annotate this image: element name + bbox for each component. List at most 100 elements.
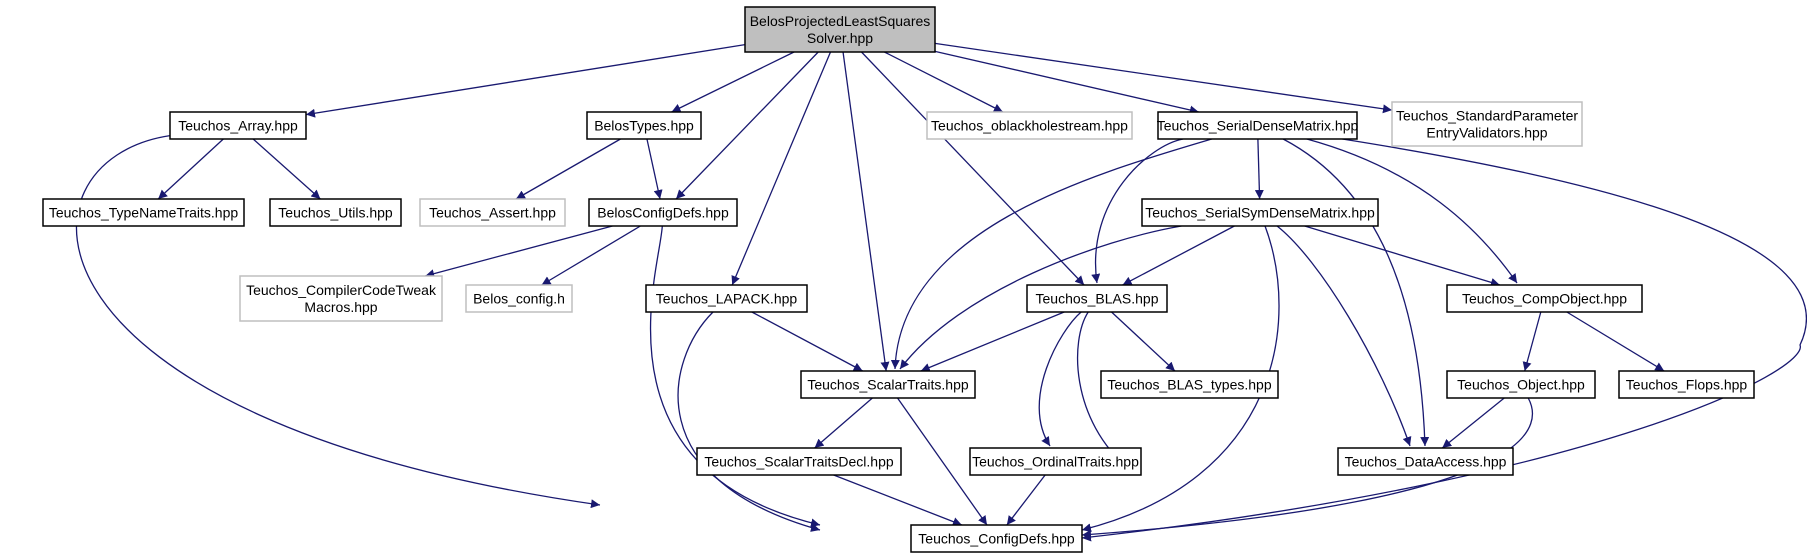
node-box xyxy=(969,447,1142,476)
node-label: Teuchos_SerialDenseMatrix.hpp xyxy=(1157,118,1359,134)
node-label: Teuchos_CompObject.hpp xyxy=(1462,291,1627,307)
edge-teuchos_blas-to-teuchos_ordinaltraits xyxy=(1038,311,1082,447)
node-label: Macros.hpp xyxy=(304,299,377,315)
node-label: Teuchos_Assert.hpp xyxy=(429,205,556,221)
node-label: BelosProjectedLeastSquares xyxy=(750,13,931,29)
node-teuchos-serialsymdensematrix[interactable]: Teuchos_SerialSymDenseMatrix.hpp xyxy=(1141,198,1379,227)
node-label: Teuchos_Array.hpp xyxy=(178,118,298,134)
node-box xyxy=(744,6,936,53)
node-teuchos-array[interactable]: Teuchos_Array.hpp xyxy=(169,111,307,140)
node-label: Teuchos_BLAS_types.hpp xyxy=(1107,377,1271,393)
edge-belos_types-to-belos_configdefs xyxy=(646,138,663,200)
node-teuchos-lapack[interactable]: Teuchos_LAPACK.hpp xyxy=(645,284,808,313)
edge-teuchos_serialdensematrix-to-teuchos_compobject xyxy=(1306,138,1518,284)
node-box xyxy=(800,370,976,399)
node-box xyxy=(1391,101,1583,147)
node-box xyxy=(269,198,402,227)
node-box xyxy=(588,198,738,227)
edge-root-to-teuchos_serialdensematrix xyxy=(934,50,1199,115)
node-teuchos-dataaccess[interactable]: Teuchos_DataAccess.hpp xyxy=(1337,447,1514,476)
node-box xyxy=(419,198,566,227)
edge-root-to-belos_types xyxy=(671,51,795,113)
node-label: Teuchos_Utils.hpp xyxy=(278,205,393,221)
edge-teuchos_scalartraits-to-teuchos_scalartraitsdecl xyxy=(814,397,873,449)
node-teuchos-compobject[interactable]: Teuchos_CompObject.hpp xyxy=(1446,284,1643,313)
edge-teuchos_lapack-to-teuchos_scalartraits xyxy=(751,311,863,372)
edge-teuchos_compobject-to-teuchos_object xyxy=(1522,311,1542,372)
node-box xyxy=(696,447,902,476)
edge-root-to-teuchos_lapack xyxy=(731,51,832,286)
node-label: Teuchos_DataAccess.hpp xyxy=(1345,454,1507,470)
node-teuchos-blas-types[interactable]: Teuchos_BLAS_types.hpp xyxy=(1100,370,1279,399)
node-teuchos-utils[interactable]: Teuchos_Utils.hpp xyxy=(269,198,402,227)
node-label: Teuchos_ConfigDefs.hpp xyxy=(918,531,1075,547)
edge-teuchos_blas-to-teuchos_scalartraits xyxy=(920,311,1065,372)
node-box xyxy=(586,111,702,140)
node-box xyxy=(926,111,1133,140)
node-box xyxy=(169,111,307,140)
edge-teuchos_compobject-to-teuchos_flops xyxy=(1566,311,1665,372)
edge-root-to-teuchos_scalartraits xyxy=(842,51,890,372)
node-teuchos-typenametraits[interactable]: Teuchos_TypeNameTraits.hpp xyxy=(42,198,245,227)
node-label: Teuchos_LAPACK.hpp xyxy=(656,291,798,307)
edge-teuchos_object-to-teuchos_dataaccess xyxy=(1441,397,1505,449)
edge-teuchos_serialsymdensematrix-to-teuchos_scalartraits xyxy=(899,225,1182,370)
node-label: Teuchos_SerialSymDenseMatrix.hpp xyxy=(1145,205,1375,221)
node-label: Belos_config.h xyxy=(473,291,565,307)
node-belos-configdefs[interactable]: BelosConfigDefs.hpp xyxy=(588,198,738,227)
node-label: Solver.hpp xyxy=(807,30,873,46)
node-label: Teuchos_Object.hpp xyxy=(1457,377,1585,393)
node-box xyxy=(1337,447,1514,476)
node-label: Teuchos_CompilerCodeTweak xyxy=(246,282,437,298)
edge-teuchos_serialsymdensematrix-to-teuchos_dataaccess xyxy=(1276,225,1412,447)
node-teuchos-configdefs[interactable]: Teuchos_ConfigDefs.hpp xyxy=(910,524,1083,553)
edge-belos_types-to-teuchos_assert xyxy=(515,138,621,200)
edge-teuchos_serialsymdensematrix-to-teuchos_compobject xyxy=(1304,225,1501,287)
node-label: Teuchos_oblackholestream.hpp xyxy=(931,118,1128,134)
node-label: BelosConfigDefs.hpp xyxy=(597,205,729,221)
edge-teuchos_array-to-teuchos_typenametraits xyxy=(157,138,224,200)
edge-teuchos_array-to-teuchos_configdefs xyxy=(75,134,601,509)
node-box xyxy=(645,284,808,313)
node-label: Teuchos_TypeNameTraits.hpp xyxy=(49,205,239,221)
edge-teuchos_blas-to-teuchos_blas_types xyxy=(1111,311,1176,372)
node-box xyxy=(1026,284,1168,313)
node-belos-types[interactable]: BelosTypes.hpp xyxy=(586,111,702,140)
node-teuchos-object[interactable]: Teuchos_Object.hpp xyxy=(1446,370,1596,399)
edge-teuchos_array-to-teuchos_utils xyxy=(252,138,321,200)
node-belos-config: Belos_config.h xyxy=(465,284,573,313)
node-box xyxy=(1100,370,1279,399)
node-teuchos-assert: Teuchos_Assert.hpp xyxy=(419,198,566,227)
edge-belos_configdefs-to-belos_config xyxy=(541,225,641,286)
node-teuchos-standardparameter: Teuchos_StandardParameterEntryValidators… xyxy=(1391,101,1583,147)
node-label: EntryValidators.hpp xyxy=(1426,125,1547,141)
edge-teuchos_scalartraits-to-teuchos_configdefs xyxy=(896,397,988,526)
node-teuchos-flops[interactable]: Teuchos_Flops.hpp xyxy=(1618,370,1755,399)
edge-teuchos_scalartraitsdecl-to-teuchos_configdefs xyxy=(833,474,963,526)
node-teuchos-blas[interactable]: Teuchos_BLAS.hpp xyxy=(1026,284,1168,313)
edge-root-to-teuchos_array xyxy=(305,44,746,118)
edge-teuchos_serialdensematrix-to-teuchos_serialsymdensematrix xyxy=(1254,138,1264,200)
edge-teuchos_ordinaltraits-to-teuchos_configdefs xyxy=(1006,474,1046,526)
edge-teuchos_serialdensematrix-to-teuchos_blas xyxy=(1091,138,1184,284)
node-box xyxy=(1446,284,1643,313)
edge-root-to-teuchos_blas xyxy=(861,51,1085,286)
node-teuchos-ordinaltraits[interactable]: Teuchos_OrdinalTraits.hpp xyxy=(969,447,1142,476)
edge-belos_configdefs-to-teuchos_compilercodetweak xyxy=(425,225,613,279)
node-label: Teuchos_Flops.hpp xyxy=(1626,377,1748,393)
node-label: Teuchos_ScalarTraits.hpp xyxy=(807,377,969,393)
node-teuchos-oblackholestream: Teuchos_oblackholestream.hpp xyxy=(926,111,1133,140)
edge-teuchos_serialsymdensematrix-to-teuchos_blas xyxy=(1122,225,1235,286)
node-teuchos-scalartraits[interactable]: Teuchos_ScalarTraits.hpp xyxy=(800,370,976,399)
edge-teuchos_serialdensematrix-to-teuchos_scalartraits xyxy=(890,138,1213,370)
node-label: Teuchos_OrdinalTraits.hpp xyxy=(972,454,1139,470)
node-teuchos-scalartraitsdecl[interactable]: Teuchos_ScalarTraitsDecl.hpp xyxy=(696,447,902,476)
node-box xyxy=(910,524,1083,553)
node-box xyxy=(1157,111,1358,140)
node-box xyxy=(1446,370,1596,399)
node-teuchos-serialdensematrix[interactable]: Teuchos_SerialDenseMatrix.hpp xyxy=(1157,111,1359,140)
edge-teuchos_lapack-to-teuchos_configdefs xyxy=(677,311,821,532)
node-label: Teuchos_ScalarTraitsDecl.hpp xyxy=(704,454,894,470)
